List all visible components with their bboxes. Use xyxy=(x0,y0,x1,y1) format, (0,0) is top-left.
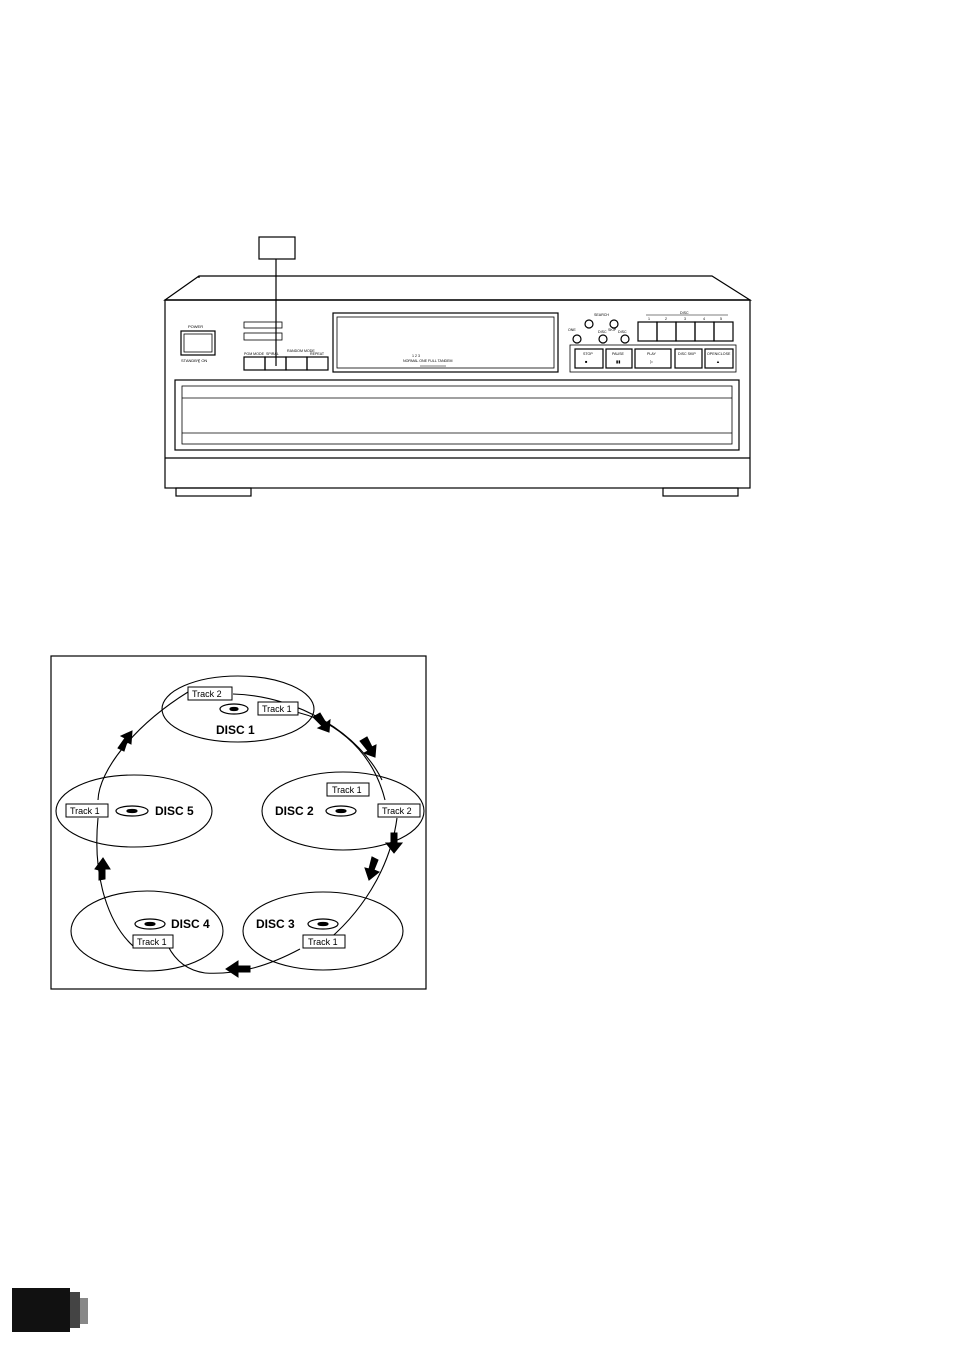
mode-label-pgm: PGM MODE xyxy=(244,352,265,356)
disc-number-label-2: 2 xyxy=(665,317,667,321)
disc-skip-label: DISC SKIP xyxy=(678,352,696,356)
disc-1-track-2-label: Track 2 xyxy=(192,689,222,699)
callout-box xyxy=(259,237,295,259)
disc-1-name: DISC 1 xyxy=(216,723,255,737)
mode-label-spiral: SPIRAL xyxy=(266,352,279,356)
cd-player-illustration: POWER STANDBY ▯ ON PGM MODE SPIRAL RANDO… xyxy=(165,237,750,496)
one-disc-button[interactable] xyxy=(573,335,581,343)
disc-2-track-2-label: Track 2 xyxy=(382,806,412,816)
svg-text:▯ ON: ▯ ON xyxy=(198,358,207,363)
player-top-panel xyxy=(165,276,750,300)
disc-2-track-1-label: Track 1 xyxy=(332,785,362,795)
jog-label-disc2: DISC xyxy=(618,330,627,334)
disc-number-label-1: 1 xyxy=(648,317,650,321)
display-numbers: 1 2 3 xyxy=(412,354,420,358)
disc-3-button[interactable] xyxy=(676,322,695,341)
disc-5-name: DISC 5 xyxy=(155,804,194,818)
disc-1-track-1-label: Track 1 xyxy=(262,704,292,714)
disc-number-buttons: 1 2 3 4 5 xyxy=(638,317,733,341)
repeat-button[interactable] xyxy=(307,357,328,370)
random-mode-button[interactable] xyxy=(286,357,307,370)
power-button[interactable] xyxy=(181,331,215,355)
jog-label-one: ONE xyxy=(568,328,576,332)
disc-1-button[interactable] xyxy=(638,322,657,341)
svg-text:▲: ▲ xyxy=(716,359,720,364)
disc-4-button[interactable] xyxy=(695,322,714,341)
svg-text:▮▮: ▮▮ xyxy=(616,359,620,364)
jog-label-disc: DISC xyxy=(598,330,607,334)
disc-3-name: DISC 3 xyxy=(256,917,295,931)
disc-2-name: DISC 2 xyxy=(275,804,314,818)
pause-label: PAUSE xyxy=(612,352,625,356)
disc-header-label: DISC xyxy=(680,311,689,315)
search-label: SEARCH xyxy=(594,313,609,317)
disc-5-track-1-label: Track 1 xyxy=(70,806,100,816)
player-foot-left xyxy=(176,488,251,496)
disc-number-label-3: 3 xyxy=(684,317,686,321)
mode-buttons: PGM MODE SPIRAL RANDOM MODE REPEAT xyxy=(244,349,328,370)
disc-3-track-1-label: Track 1 xyxy=(308,937,338,947)
search-back-button[interactable] xyxy=(585,320,593,328)
disc-tray xyxy=(175,380,739,450)
mode-label-repeat: REPEAT xyxy=(310,352,325,356)
play-label: PLAY xyxy=(647,352,657,356)
display-modes: NORMAL ONE FULL TANDEM xyxy=(403,359,453,363)
display-window xyxy=(333,313,558,372)
disc-number-label-4: 4 xyxy=(703,317,705,321)
disc-4-name: DISC 4 xyxy=(171,917,210,931)
player-foot-right xyxy=(663,488,738,496)
pgm-mode-button[interactable] xyxy=(244,357,265,370)
spiral-play-diagram: Track 2 Track 1 Track 1 Track 2 Track 1 … xyxy=(51,656,426,989)
disc-2-button[interactable] xyxy=(657,322,676,341)
svg-text:▷: ▷ xyxy=(650,359,654,364)
svg-text:■: ■ xyxy=(585,359,588,364)
disc-4-track-1-label: Track 1 xyxy=(137,937,167,947)
open-close-label: OPEN/CLOSE xyxy=(707,352,731,356)
disc-button-small[interactable] xyxy=(621,335,629,343)
scan-artifact xyxy=(12,1288,88,1332)
power-label: POWER xyxy=(188,324,203,329)
search-fwd-button[interactable] xyxy=(610,320,618,328)
stop-label: STOP xyxy=(583,352,593,356)
disc-skip-small-button[interactable] xyxy=(599,335,607,343)
disc-5-button[interactable] xyxy=(714,322,733,341)
jog-label-skip: SKIP xyxy=(608,328,617,332)
disc-number-label-5: 5 xyxy=(720,317,722,321)
